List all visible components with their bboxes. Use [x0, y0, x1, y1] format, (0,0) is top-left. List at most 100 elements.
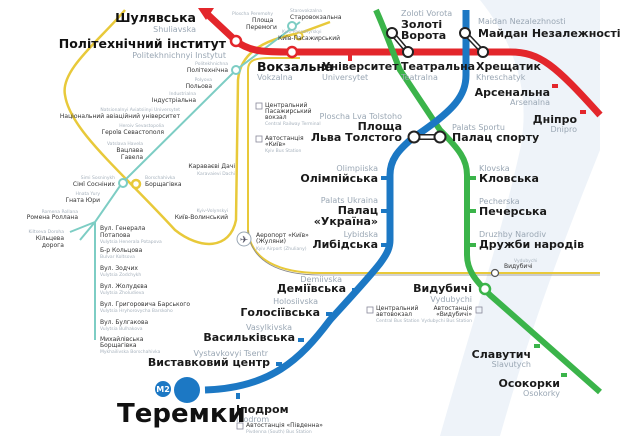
label-universytet[interactable]: Університет [322, 60, 399, 73]
label-vystavkovyi[interactable]: Виставковий центр [148, 356, 270, 369]
label-ipodrom[interactable]: Іподром [236, 403, 289, 416]
minor-station-label: Karavaievi Dachi [197, 171, 235, 177]
minor-station-label: Борщагівка [100, 342, 137, 349]
label-dnipro[interactable]: Дніпро [533, 113, 578, 126]
label-en: Klovska [479, 164, 510, 173]
label-en: Vokzalna [257, 73, 293, 82]
minor-station-label: Polyova [195, 77, 213, 83]
label-druzhby[interactable]: Дружби народів [479, 238, 584, 251]
minor-labels: Ploscha Peremohy Площа Перемоги Starovok… [27, 8, 538, 435]
red-ticks [348, 55, 586, 114]
label-tolstoho[interactable]: Площа [358, 120, 402, 133]
minor-station-label: Індустріальна [152, 97, 197, 104]
minor-station-label: Vulytsia Hryhorovycha Barskoho [100, 308, 173, 314]
label-en: Arsenalna [510, 98, 550, 107]
minor-station-label: Pivdenna (South) Bus Station [246, 429, 312, 435]
minor-station-label: Борщагівка [145, 181, 182, 188]
label-politekh[interactable]: Політехнічний інститут [59, 36, 227, 51]
label-en: Politekhnichnyi Instytut [132, 51, 226, 60]
label-olimpiiska[interactable]: Олімпійська [300, 172, 378, 185]
label-vokzalna[interactable]: Вокзальна [257, 59, 333, 74]
label-en: Palats Ukraina [321, 196, 378, 205]
minor-station-label: Площа [252, 17, 274, 24]
label-zoloti-2: Ворота [401, 29, 446, 42]
minor-station-label: Героїв Севастополя [101, 129, 164, 136]
label-en: Universytet [322, 73, 368, 82]
transfer-zoloti-teatralna[interactable] [386, 27, 414, 58]
label-osokorky[interactable]: Осокорки [499, 377, 561, 390]
blue-ticks [236, 176, 387, 399]
red-line [202, 9, 603, 118]
label-en: Ipodrom [236, 415, 269, 424]
minor-station-label: Вул. Зодчих [100, 265, 138, 272]
label-palats-ukraina[interactable]: Палац [338, 204, 378, 217]
station-vydubychi-dot[interactable] [478, 282, 492, 296]
label-en: Teatralna [400, 73, 438, 82]
label-slavutych[interactable]: Славутич [472, 348, 531, 361]
minor-station-label: Національний авіаційний університет [60, 113, 181, 120]
minor-station-label: Kyiv-Pasazhyrskyi [282, 29, 322, 35]
minor-station-label: Перемоги [246, 24, 277, 31]
label-zoloti[interactable]: Золоті [401, 18, 442, 31]
label-klovska[interactable]: Кловська [479, 172, 539, 185]
label-en: Slavutych [492, 360, 531, 369]
m2-badge-label: M2 [156, 385, 170, 394]
minor-station-label: Старовокзальна [290, 14, 342, 21]
label-lybidska[interactable]: Либідська [312, 238, 378, 251]
minor-station-label: Вул. Генерала [100, 225, 146, 232]
label-teatralna[interactable]: Театральна [401, 60, 475, 73]
minor-station-label: Starovokzalna [290, 8, 322, 14]
label-vasylkivska[interactable]: Васильківська [203, 331, 295, 344]
minor-station-label: Vulytsia Bulhakova [100, 326, 143, 332]
minor-station-label: Київ-Пасажирський [278, 35, 340, 42]
label-en: Khreschatyk [476, 73, 526, 82]
label-holosiivska[interactable]: Голосіївська [240, 306, 320, 319]
label-en: Pecherska [479, 197, 520, 206]
label-khreshchatyk[interactable]: Хрещатик [476, 60, 541, 73]
minor-station-label: Михайлівська [100, 336, 144, 343]
minor-station-label: Потапова [100, 232, 130, 239]
label-arsenalna[interactable]: Арсенальна [475, 86, 550, 99]
station-vokzalna-dot[interactable] [285, 45, 299, 59]
label-en: Ploscha Lva Tolstoho [320, 112, 403, 121]
label-en: Holosiivska [273, 297, 318, 306]
minor-station-label: Ploscha Peremohy [232, 11, 273, 17]
minor-station-label: дорога [42, 242, 64, 249]
minor-station-label: Вул. Григоровича Барського [100, 301, 190, 308]
minor-station-label: Київ-Волинський [175, 214, 228, 221]
minor-station-label: Vydubychi [514, 258, 537, 264]
minor-station-label: Kyiv-Volynskyi [197, 208, 228, 214]
label-demiivska[interactable]: Деміївська [277, 282, 346, 295]
bus-icon [236, 102, 483, 430]
station-teremky-dot[interactable] [174, 377, 200, 403]
minor-station-label: Центральний [376, 305, 418, 312]
minor-station-label: Автостанція [433, 305, 472, 312]
minor-station-label: Вул. Жолудєва [100, 283, 148, 290]
minor-station-label: Автостанція [265, 135, 304, 142]
label-shuliavska[interactable]: Шулявська [115, 10, 196, 25]
label-en: Demiivska [300, 275, 342, 284]
label-vydubychi[interactable]: Видубичі [413, 282, 472, 295]
label-maidan[interactable]: Майдан Незалежності [478, 27, 620, 40]
green-line [373, 8, 602, 395]
minor-station-label: Центральний [265, 102, 307, 109]
station-politekh-dot[interactable] [229, 34, 243, 48]
minor-station-label: Industrialna [169, 91, 196, 97]
minor-station-label: вокзал [265, 114, 287, 121]
minor-station-label: Гавела [121, 154, 143, 161]
transfer-maidan-khreshchatyk[interactable] [459, 27, 489, 58]
minor-station-label: Караваєві Дачі [188, 163, 235, 170]
transfer-tolstoho-palats[interactable] [407, 130, 447, 144]
label-palats-sportu[interactable]: Палац спорту [452, 131, 539, 144]
minor-station-label: Borschahivka [145, 175, 175, 181]
label-teremky[interactable]: Теремки [117, 399, 246, 429]
svg-text:✈: ✈ [240, 235, 248, 246]
label-en: Druzhby Narodiv [479, 230, 546, 239]
minor-station-label: Політехнічна [187, 67, 228, 74]
label-en: Zoloti Vorota [401, 9, 452, 18]
minor-station-label: Hnata Yury [75, 191, 100, 197]
minor-station-label: Vatslava Havela [107, 141, 143, 147]
label-pecherska[interactable]: Печерська [479, 205, 547, 218]
light-rail-stations [118, 21, 297, 188]
